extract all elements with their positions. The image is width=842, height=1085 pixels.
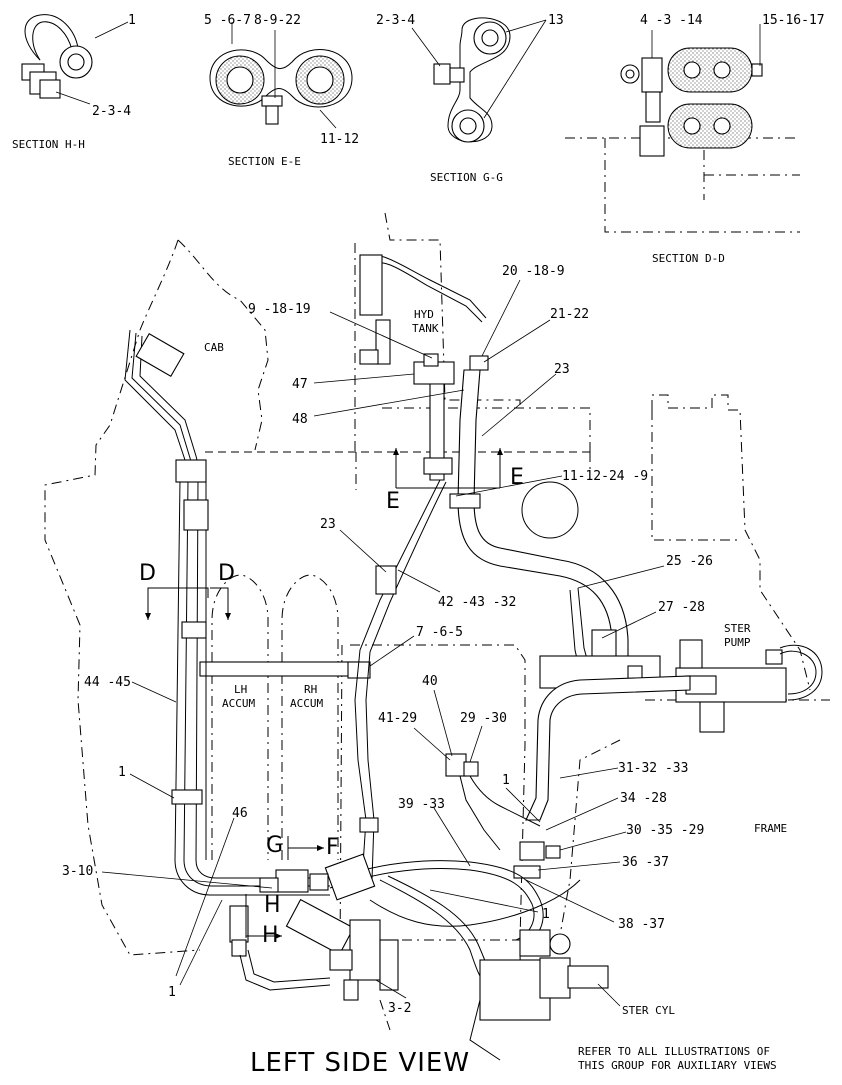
hoses — [124, 254, 823, 1061]
callout: 15-16-17 — [762, 13, 825, 28]
section-g-g: 2-3-4 13 SECTION G-G — [376, 13, 564, 184]
label-ster-pump-2: PUMP — [724, 636, 751, 649]
callout: 1 — [542, 907, 550, 922]
callout: 7 -6-5 — [416, 625, 463, 640]
callout: 30 -35 -29 — [626, 823, 704, 838]
section-marker-e-left: E — [386, 489, 400, 514]
callout: 29 -30 — [460, 711, 507, 726]
callout: 34 -28 — [620, 791, 667, 806]
outlines — [44, 212, 830, 1031]
callout: 1 — [168, 985, 176, 1000]
section-title: SECTION H-H — [12, 138, 85, 151]
callout: 21-22 — [550, 307, 589, 322]
callout: 47 — [292, 377, 308, 392]
section-marker-g: G — [266, 833, 283, 858]
label-frame: FRAME — [754, 822, 787, 835]
callout: 44 -45 — [84, 675, 131, 690]
callouts: 20 -18-9 9 -18-19 21-22 23 47 48 11-12-2… — [62, 264, 713, 1016]
callout: 9 -18-19 — [248, 302, 311, 317]
callout: 25 -26 — [666, 554, 713, 569]
callout: 4 -3 -14 — [640, 13, 703, 28]
label-lh-accum-1: LH — [234, 683, 247, 696]
callout: 31-32 -33 — [618, 761, 688, 776]
callout: 2-3-4 — [92, 104, 131, 119]
callout: 36 -37 — [622, 855, 669, 870]
callout: 46 — [232, 806, 248, 821]
section-title: SECTION G-G — [430, 171, 503, 184]
footer: LEFT SIDE VIEW REFER TO ALL ILLUSTRATION… — [250, 1045, 777, 1078]
callout: 3-2 — [388, 1001, 411, 1016]
callout: 39 -33 — [398, 797, 445, 812]
section-marker-f: F — [326, 835, 339, 860]
section-marker-h-bottom: H — [262, 923, 279, 948]
note-line-1: REFER TO ALL ILLUSTRATIONS OF — [578, 1045, 770, 1058]
section-marker-h-top: H — [264, 893, 281, 918]
callout: 1 — [502, 773, 510, 788]
label-hyd-tank-2: TANK — [412, 322, 439, 335]
note-line-2: THIS GROUP FOR AUXILIARY VIEWS — [578, 1059, 777, 1072]
callout: 42 -43 -32 — [438, 595, 516, 610]
callout: 11-12-24 -9 — [562, 469, 648, 484]
callout: 3-10 — [62, 864, 93, 879]
section-e-e: 5 -6-7 8-9-22 11-12 SECTION E-E — [204, 13, 359, 168]
callout: 13 — [548, 13, 564, 28]
component-labels: CAB HYD TANK LH ACCUM RH ACCUM STER PUMP… — [204, 308, 787, 1017]
section-d-d: 4 -3 -14 15-16-17 SECTION D-D — [565, 13, 825, 265]
label-hyd-tank-1: HYD — [414, 308, 434, 321]
label-ster-pump-1: STER — [724, 622, 751, 635]
section-h-h: 1 2-3-4 SECTION H-H — [12, 13, 136, 151]
callout: 48 — [292, 412, 308, 427]
callout: 20 -18-9 — [502, 264, 565, 279]
callout: 23 — [320, 517, 336, 532]
callout: 1 — [128, 13, 136, 28]
label-rh-accum-1: RH — [304, 683, 317, 696]
callout: 38 -37 — [618, 917, 665, 932]
label-lh-accum-2: ACCUM — [222, 697, 255, 710]
callout: 11-12 — [320, 132, 359, 147]
callout: 27 -28 — [658, 600, 705, 615]
view-title: LEFT SIDE VIEW — [250, 1048, 470, 1078]
label-ster-cyl: STER CYL — [622, 1004, 675, 1017]
label-rh-accum-2: ACCUM — [290, 697, 323, 710]
section-marker-e-right: E — [510, 465, 524, 490]
callout: 23 — [554, 362, 570, 377]
callout: 2-3-4 — [376, 13, 415, 28]
callout: 8-9-22 — [254, 13, 301, 28]
label-cab: CAB — [204, 341, 224, 354]
callout: 5 -6-7 — [204, 13, 251, 28]
section-marker-d-left: D — [139, 561, 156, 586]
accumulators — [199, 574, 371, 860]
callout: 41-29 — [378, 711, 417, 726]
section-title: SECTION D-D — [652, 252, 725, 265]
section-marker-d-right: D — [218, 561, 235, 586]
callout: 40 — [422, 674, 438, 689]
callout: 1 — [118, 765, 126, 780]
section-title: SECTION E-E — [228, 155, 301, 168]
